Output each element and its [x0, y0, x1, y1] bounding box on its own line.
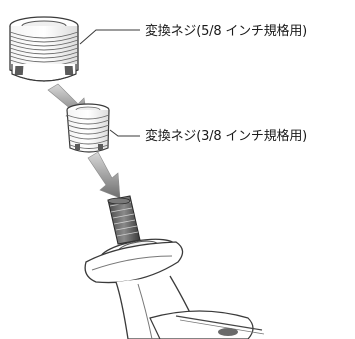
- small-adapter-3-8: [66, 103, 110, 153]
- large-adapter-5-8: [9, 16, 79, 82]
- insert-arrow-2: [87, 151, 121, 199]
- label-adapter-3-8: 変換ネジ(3/8 インチ規格用): [145, 129, 307, 144]
- stand-mount-plate: [84, 238, 184, 284]
- leader-line-3-8: [109, 129, 140, 137]
- stand-body: [115, 275, 265, 339]
- leader-line-5-8: [79, 29, 140, 45]
- label-adapter-5-8: 変換ネジ(5/8 インチ規格用): [145, 24, 307, 39]
- stand-bolt: [107, 195, 141, 245]
